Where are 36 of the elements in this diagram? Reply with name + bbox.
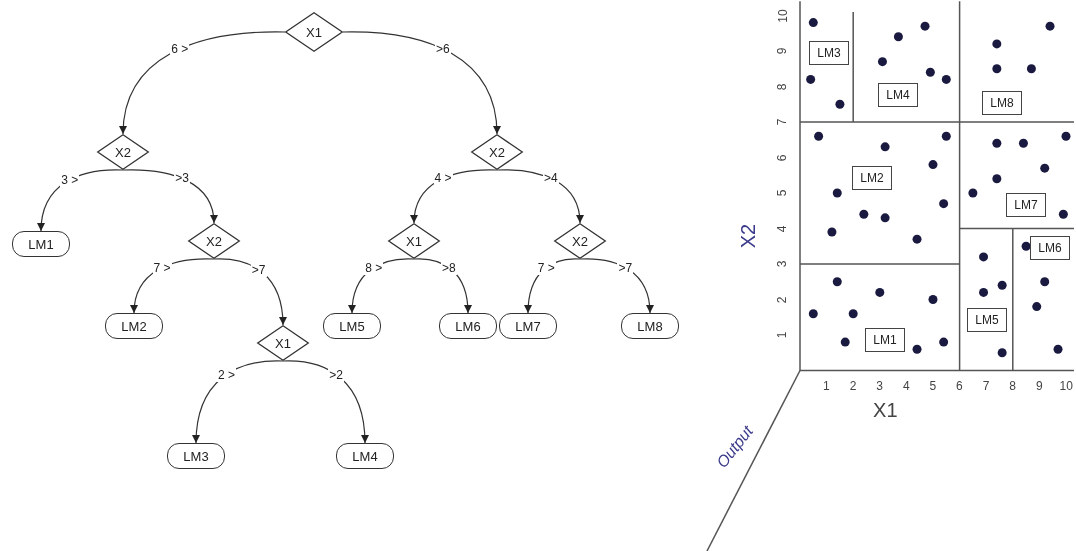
tick-label: 10 — [775, 8, 790, 23]
edge-label: 7 > — [152, 260, 172, 275]
edge-label: >7 — [617, 260, 634, 275]
edge-label: >7 — [250, 262, 267, 277]
tick-label: 5 — [774, 189, 789, 197]
tick-label: 8 — [1009, 378, 1016, 393]
tick-label: 2 — [774, 296, 789, 303]
axis-title: X1 — [873, 398, 898, 421]
tick-label: 1 — [774, 331, 789, 339]
tick-label: 3 — [774, 260, 789, 268]
edge-label: 2 > — [216, 367, 236, 382]
tick-label: 3 — [876, 378, 883, 393]
tick-label: 4 — [774, 225, 789, 232]
tick-label: 7 — [982, 378, 990, 393]
edge-label: 6 > — [170, 42, 190, 56]
tick-label: 2 — [849, 378, 857, 393]
edge-label: >3 — [174, 171, 190, 186]
tick-label: 1 — [823, 378, 830, 393]
axis-title: X2 — [737, 223, 760, 248]
tick-label: 5 — [929, 378, 937, 393]
tick-label: 10 — [1059, 378, 1073, 393]
edge-label: 7 > — [536, 260, 556, 275]
edge-label: 4 > — [433, 171, 453, 186]
tick-label: 9 — [1035, 378, 1043, 393]
edge-label: >8 — [441, 260, 457, 275]
edge-label: >2 — [328, 367, 344, 382]
tick-label: 6 — [956, 378, 963, 393]
tick-label: 6 — [774, 154, 789, 161]
tick-label: 7 — [774, 118, 789, 126]
tick-label: 9 — [774, 47, 789, 55]
edge-label: 8 > — [364, 260, 384, 275]
tick-label: 4 — [902, 378, 910, 393]
edge-label: >6 — [435, 42, 451, 56]
edge-label: 3 > — [60, 172, 80, 187]
tick-label: 8 — [774, 83, 789, 90]
edge-label: >4 — [542, 171, 559, 186]
